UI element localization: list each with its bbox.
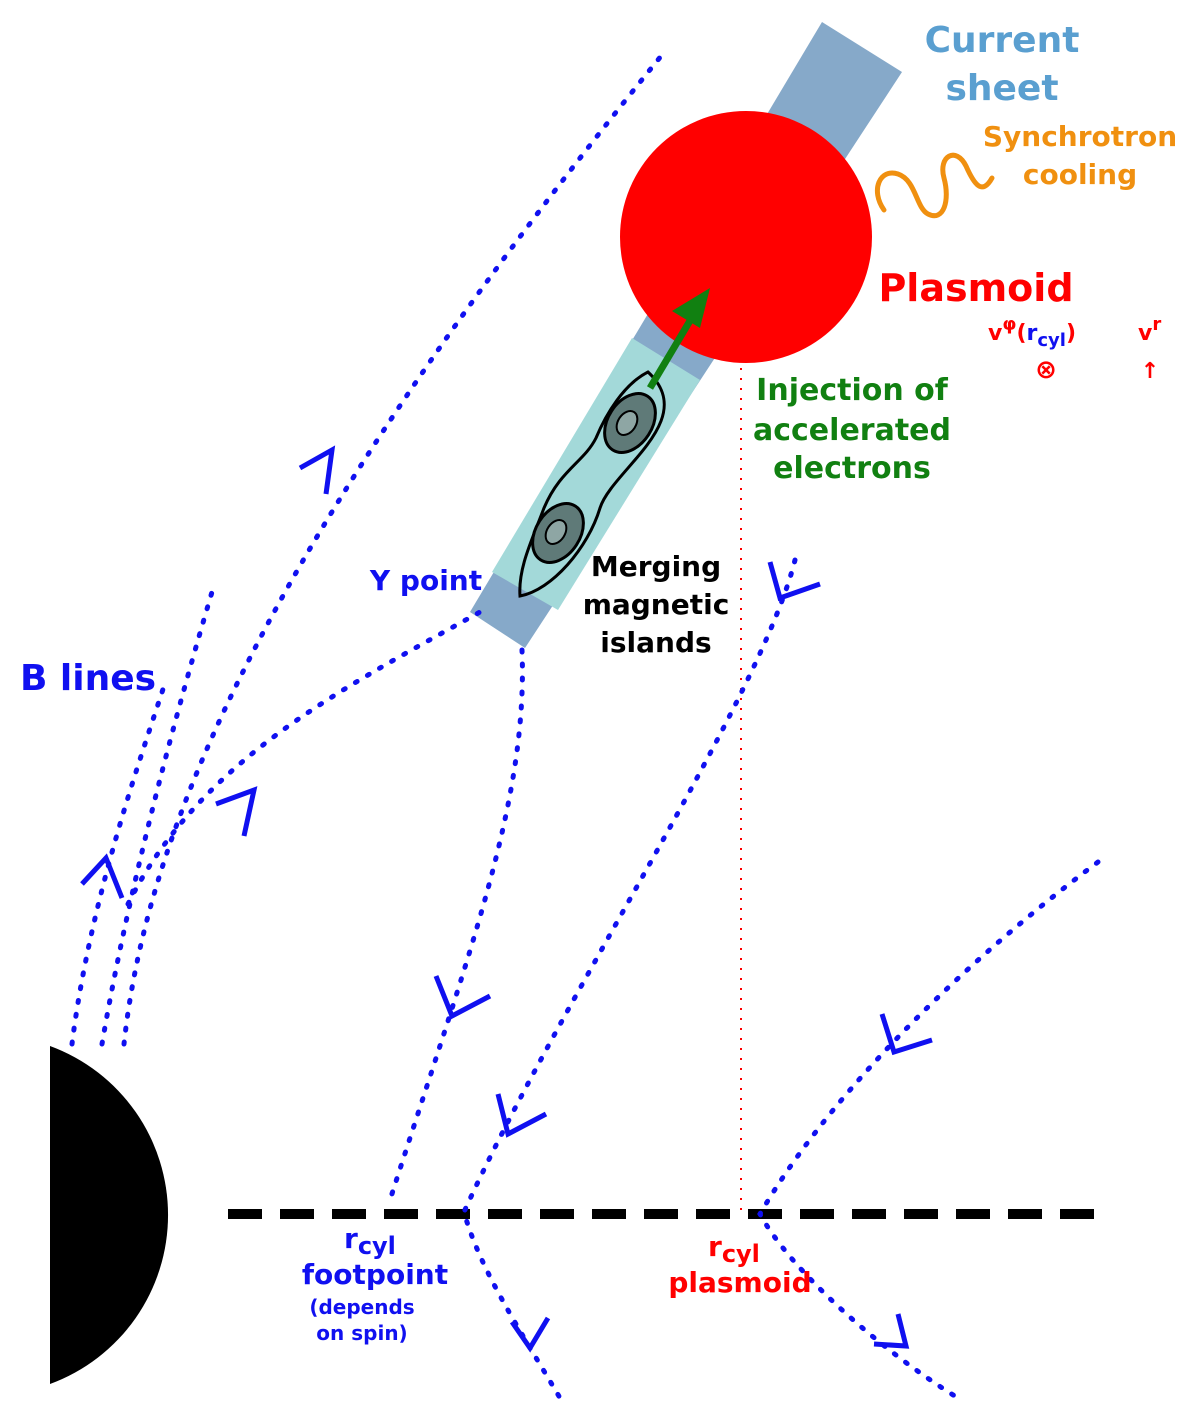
up-arrow-symbol: ↑ xyxy=(1141,359,1159,384)
field-arrow-9 xyxy=(873,1313,910,1349)
field-arrow-4 xyxy=(767,561,821,602)
current-sheet-label-2: sheet xyxy=(945,68,1058,109)
field-line-right-in xyxy=(757,859,1101,1401)
footpoint-label: footpoint xyxy=(302,1258,448,1291)
injection-arrow xyxy=(646,312,698,390)
plasmoid-label: Plasmoid xyxy=(878,266,1073,310)
rcyl-plasmoid-label: rcyl xyxy=(708,1230,760,1268)
depends-on-spin-label-2: on spin) xyxy=(316,1321,407,1345)
field-line-to-y-point xyxy=(125,609,483,907)
otimes-symbol: ⊗ xyxy=(1035,355,1057,385)
field-arrow-5 xyxy=(433,975,492,1020)
synchrotron-wave xyxy=(874,152,995,219)
injection-arrowhead xyxy=(672,288,710,328)
field-line-left xyxy=(69,677,169,1047)
magnetic-island-lower-core xyxy=(544,519,568,545)
v-r-label: vr xyxy=(1138,314,1161,346)
field-arrow-1 xyxy=(298,445,336,495)
injection-label-2: accelerated xyxy=(753,413,951,448)
magnetic-island-upper-core xyxy=(615,410,639,436)
merging-label-2: magnetic xyxy=(583,588,730,621)
b-lines-label: B lines xyxy=(20,658,156,699)
field-arrow-2 xyxy=(215,786,258,837)
current-sheet-label-1: Current xyxy=(925,20,1080,61)
field-arrow-7 xyxy=(879,1013,933,1056)
v-phi-label: vφ(rcyl) xyxy=(988,314,1076,351)
field-arrow-8 xyxy=(509,1316,551,1353)
field-arrow-6 xyxy=(495,1093,548,1138)
field-arrow-3 xyxy=(80,853,125,899)
depends-on-spin-label-1: (depends xyxy=(309,1295,414,1319)
synchrotron-label-1: Synchrotron xyxy=(983,120,1177,153)
synchrotron-label-2: cooling xyxy=(1023,158,1137,191)
rcyl-footpoint-label: rcyl xyxy=(344,1222,396,1260)
merging-label-3: islands xyxy=(600,626,711,659)
field-line-inner-down xyxy=(461,557,798,1401)
plasmoid-circle xyxy=(620,111,872,363)
island-separatrix xyxy=(518,370,666,598)
injection-label-1: Injection of xyxy=(756,373,949,408)
field-line-from-sheet xyxy=(387,647,525,1203)
merging-label-1: Merging xyxy=(591,550,721,583)
field-line-middle xyxy=(99,589,215,1047)
y-point-label: Y point xyxy=(369,564,482,597)
plasmoid-lower-label: plasmoid xyxy=(668,1266,811,1299)
field-line-outer xyxy=(121,47,669,1047)
injection-label-3: electrons xyxy=(773,451,931,486)
black-hole xyxy=(50,1046,169,1384)
